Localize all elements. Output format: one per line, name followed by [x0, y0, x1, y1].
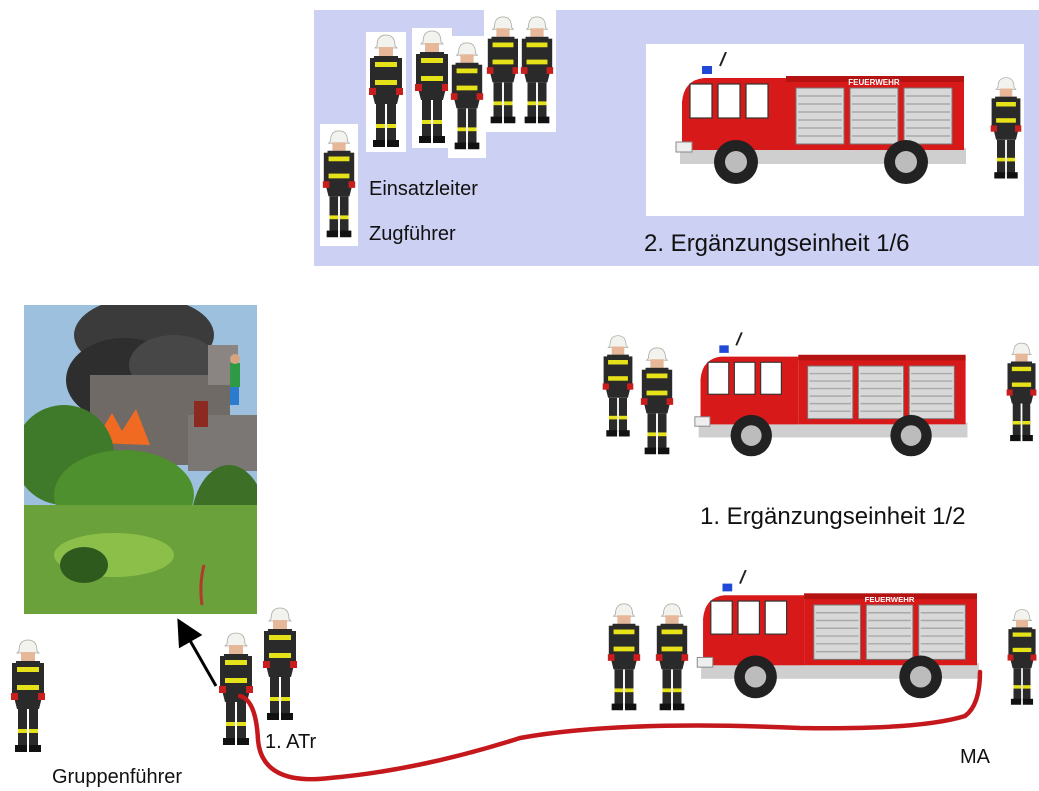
fire-truck-icon: FEUERWEHR [674, 52, 974, 192]
firefighter-icon [8, 636, 48, 758]
label-ergaenzung-2: 2. Ergänzungseinheit 1/6 [644, 230, 910, 257]
fire-truck-icon [693, 330, 975, 466]
firefighter-icon [412, 28, 452, 148]
label-einsatzleiter: Einsatzleiter [369, 178, 478, 200]
firefighter-icon [260, 604, 300, 726]
firefighter-icon [366, 32, 406, 152]
firefighter-icon [216, 628, 256, 752]
truck-lettering: FEUERWEHR [865, 595, 915, 604]
truck-lettering: FEUERWEHR [848, 78, 900, 87]
label-ma: MA [960, 746, 990, 768]
label-gruppenfuehrer: Gruppenführer [52, 766, 183, 788]
firefighter-icon [320, 124, 358, 246]
command-panel: Einsatzleiter Zugführer FEUERWEHR 2. Erg… [314, 10, 1039, 266]
firefighter-icon [448, 36, 486, 158]
truck-card: FEUERWEHR [646, 44, 1024, 216]
firefighter-icon [518, 10, 556, 132]
house-fire-photo [24, 305, 257, 614]
firefighter-icon [605, 598, 643, 718]
label-ergaenzung-1: 1. Ergänzungseinheit 1/2 [700, 503, 966, 530]
firefighter-icon [600, 328, 636, 446]
firefighter-icon [638, 342, 676, 462]
firefighter-icon [653, 598, 691, 718]
label-zugfuehrer: Zugführer [369, 223, 456, 245]
firefighter-icon [988, 70, 1024, 188]
arrow-icon [177, 618, 218, 687]
firefighter-icon [484, 10, 522, 132]
label-atr: 1. ATr [265, 731, 317, 753]
firefighter-icon [1005, 598, 1039, 718]
firefighter-icon [1004, 334, 1039, 452]
fire-truck-icon: FEUERWEHR [695, 570, 987, 706]
